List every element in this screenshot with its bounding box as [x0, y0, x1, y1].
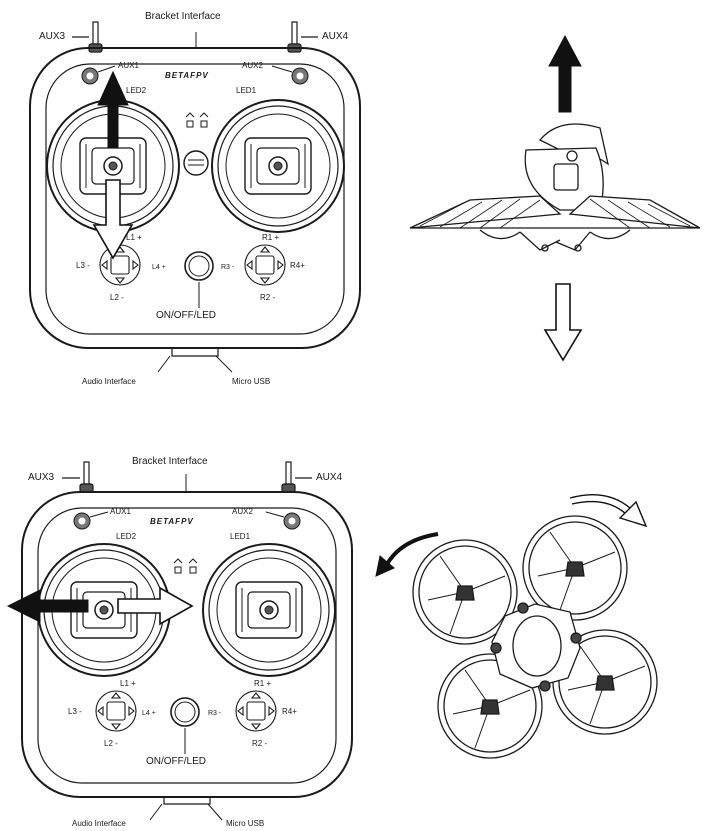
- audio-interface-label: Audio Interface: [72, 819, 126, 828]
- transmitter-body-outer: [21, 491, 353, 798]
- solid-arrow-up-icon: [548, 34, 582, 113]
- led2-label: LED2: [126, 86, 147, 95]
- transmitter-diagram: [29, 21, 701, 373]
- micro-usb-label: Micro USB: [226, 819, 265, 828]
- prop-guard-top-left: [412, 539, 518, 645]
- antenna-right: [287, 21, 318, 53]
- r3-label: R3 -: [221, 264, 235, 271]
- led-indicators: [173, 558, 198, 574]
- aux1-label: AUX1: [118, 61, 139, 70]
- drone-top-view: [412, 515, 658, 759]
- l1-label: L1 +: [120, 679, 136, 688]
- r1-label: R1 +: [254, 679, 272, 688]
- antenna-left: [62, 461, 94, 493]
- aux4-label: AUX4: [322, 31, 349, 42]
- led1-label: LED1: [236, 86, 257, 95]
- prop-guard-top-right: [522, 515, 628, 621]
- l1-label: L1 +: [126, 233, 142, 242]
- r2-label: R2 -: [260, 293, 276, 302]
- curved-arrow-clockwise-icon: [569, 493, 648, 528]
- on-off-led-label: ON/OFF/LED: [156, 310, 217, 321]
- outline-arrow-right-icon: [117, 586, 194, 626]
- on-off-led-label: ON/OFF/LED: [146, 756, 207, 767]
- r4-label: R4+: [290, 261, 305, 270]
- left-dpad: [95, 690, 137, 732]
- r2-label: R2 -: [252, 739, 268, 748]
- l4-label: L4 +: [152, 264, 166, 271]
- aux2-label: AUX2: [232, 507, 253, 516]
- bracket-interface-label: Bracket Interface: [145, 11, 221, 22]
- transmitter-diagram: [6, 461, 658, 821]
- led1-label: LED1: [230, 532, 251, 541]
- right-dpad: [235, 690, 277, 732]
- power-button: [184, 251, 214, 281]
- right-dpad: [244, 244, 286, 286]
- outline-arrow-down-icon: [92, 179, 134, 260]
- antenna-right: [281, 461, 312, 493]
- audio-interface-label: Audio Interface: [82, 377, 136, 386]
- outline-arrow-down-icon: [543, 283, 583, 362]
- l4-label: L4 +: [142, 710, 156, 717]
- led2-label: LED2: [116, 532, 137, 541]
- led-indicators: [185, 112, 209, 128]
- panel-yaw: Bracket Interface AUX3 AUX4 AUX1 AUX2 LE…: [0, 416, 708, 831]
- solid-arrow-left-icon: [6, 589, 89, 623]
- r1-label: R1 +: [262, 233, 280, 242]
- drone-frame-center: [490, 602, 582, 692]
- l2-label: L2 -: [104, 739, 118, 748]
- micro-usb-label: Micro USB: [232, 377, 271, 386]
- speaker-grille: [183, 150, 209, 176]
- brand-logo: BETAFPV: [165, 71, 209, 80]
- right-gimbal: [211, 99, 345, 233]
- bracket-interface-label: Bracket Interface: [132, 456, 208, 467]
- transmitter-body-outer: [29, 47, 361, 349]
- aux1-label: AUX1: [110, 507, 131, 516]
- brand-logo: BETAFPV: [150, 517, 194, 526]
- prop-guard-bottom-left: [437, 653, 543, 759]
- right-gimbal: [202, 543, 336, 677]
- transmitter-body-inner: [37, 507, 337, 784]
- l2-label: L2 -: [110, 293, 124, 302]
- aux2-label: AUX2: [242, 61, 263, 70]
- aux3-label: AUX3: [39, 31, 66, 42]
- r4-label: R4+: [282, 707, 297, 716]
- panel-throttle: Bracket Interface AUX3 AUX4 AUX1 AUX2 LE…: [0, 0, 708, 415]
- curved-arrow-counterclockwise-icon: [375, 532, 439, 577]
- transmitter-body-inner: [45, 63, 345, 335]
- aux3-label: AUX3: [28, 472, 55, 483]
- power-button: [170, 697, 200, 727]
- aux4-label: AUX4: [316, 472, 343, 483]
- r3-label: R3 -: [208, 710, 222, 717]
- l3-label: L3 -: [76, 261, 90, 270]
- left-dpad: [99, 244, 141, 286]
- l3-label: L3 -: [68, 707, 82, 716]
- solid-arrow-up-icon: [97, 70, 129, 149]
- drone-side-view: [409, 123, 701, 252]
